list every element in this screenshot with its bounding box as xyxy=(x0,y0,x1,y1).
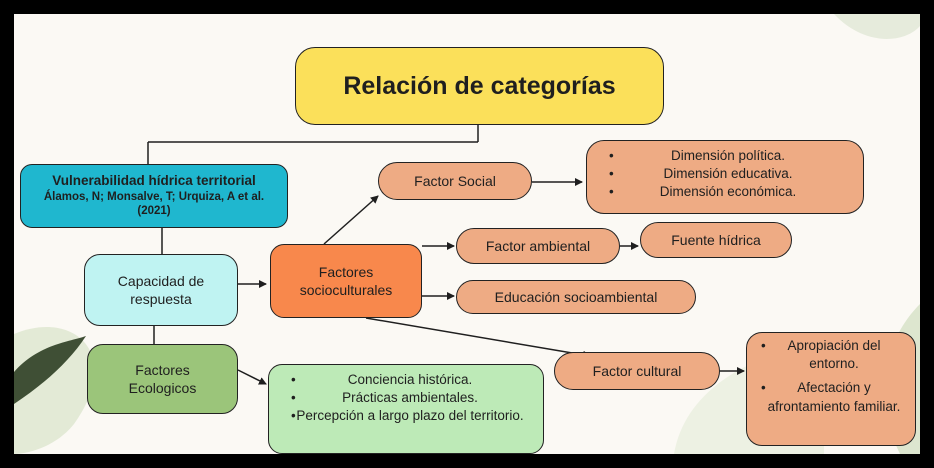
theory-year: (2021) xyxy=(137,205,171,218)
diagram-canvas: Relación de categorías Vulnerabilidad hí… xyxy=(14,14,920,454)
ecologicos-line1: Factores xyxy=(135,361,190,378)
ecologicos-list-box: Conciencia histórica. Prácticas ambienta… xyxy=(268,364,544,454)
theory-box: Vulnerabilidad hídrica territorial Álamo… xyxy=(20,164,288,228)
title-box: Relación de categorías xyxy=(295,47,664,125)
leaf-decoration-top-right xyxy=(834,14,920,39)
list-item: Conciencia histórica. xyxy=(291,371,529,389)
factor-social-label: Factor Social xyxy=(414,172,496,189)
list-item: Afectación y afrontamiento familiar. xyxy=(761,379,907,415)
list-item: Percepción a largo plazo del territorio. xyxy=(291,407,529,425)
factor-ambiental-box: Factor ambiental xyxy=(456,228,620,264)
factor-cultural-label: Factor cultural xyxy=(592,362,682,379)
ecologicos-list-arrow xyxy=(237,369,267,385)
factores-socioculturales-box: Factores socioculturales xyxy=(270,244,422,318)
ecologicos-line2: Ecologicos xyxy=(128,380,197,396)
title-text: Relación de categorías xyxy=(343,71,616,100)
factor-ambiental-label: Factor ambiental xyxy=(485,237,591,254)
fuente-hidrica-label: Fuente hídrica xyxy=(671,231,761,248)
socioculturales-social-arrow xyxy=(323,195,379,245)
capacidad-line2: respuesta xyxy=(130,291,192,307)
list-item: Dimensión educativa. xyxy=(609,165,847,183)
fuente-hidrica-box: Fuente hídrica xyxy=(640,222,792,258)
leaf-decoration-bottom-left xyxy=(14,327,95,454)
apropiacion-list-box: Apropiación del entorno. Afectación y af… xyxy=(746,332,916,446)
list-item: Dimensión económica. xyxy=(609,183,847,201)
socioculturales-line2: socioculturales xyxy=(299,282,393,298)
capacidad-line1: Capacidad de xyxy=(117,272,205,289)
list-item: Dimensión política. xyxy=(609,147,847,165)
factores-ecologicos-box: Factores Ecologicos xyxy=(87,344,238,414)
educacion-socioambiental-box: Educación socioambiental xyxy=(456,280,696,314)
factor-cultural-box: Factor cultural xyxy=(554,352,720,390)
dimensiones-list-box: Dimensión política. Dimensión educativa.… xyxy=(586,140,864,214)
theory-authors: Álamos, N; Monsalve, T; Urquiza, A et al… xyxy=(43,191,265,204)
list-item: Prácticas ambientales. xyxy=(291,389,529,407)
list-item: Apropiación del entorno. xyxy=(761,337,907,373)
connector-lines xyxy=(147,125,745,385)
socioculturales-cultural-arrow xyxy=(365,317,591,359)
factor-social-box: Factor Social xyxy=(378,162,532,200)
socioculturales-line1: Factores xyxy=(318,263,374,280)
capacidad-respuesta-box: Capacidad de respuesta xyxy=(84,254,238,326)
theory-title: Vulnerabilidad hídrica territorial xyxy=(52,173,256,189)
educacion-label: Educación socioambiental xyxy=(494,288,658,305)
